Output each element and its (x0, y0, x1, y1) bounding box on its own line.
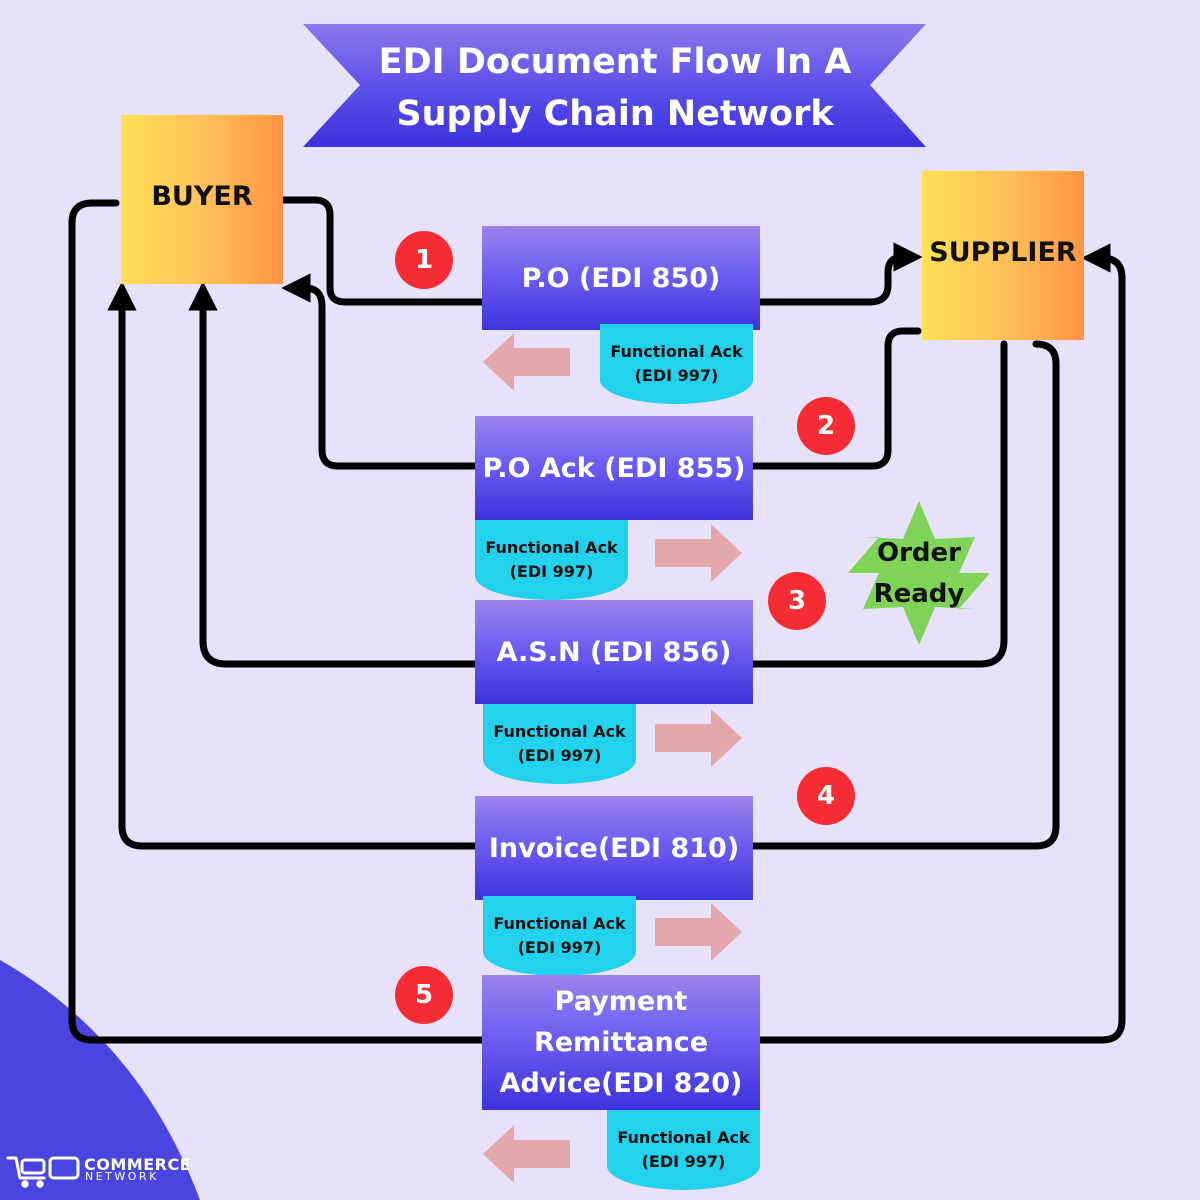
document-label: P.O (EDI 850) (521, 262, 721, 294)
buyer-box: BUYER (121, 115, 283, 284)
supplier-label: SUPPLIER (929, 237, 1077, 268)
document-po-ack: P.O Ack (EDI 855) (475, 416, 753, 520)
ack-arrow-right-icon (655, 903, 742, 961)
functional-ack: Functional Ack(EDI 997) (600, 324, 753, 404)
brand-subtitle: NETWORK (85, 1170, 159, 1183)
buyer-label: BUYER (151, 181, 253, 212)
ack-arrow-right-icon (655, 709, 742, 767)
document-payment-remittance: Payment Remittance Advice(EDI 820) (482, 975, 760, 1110)
step-badge: 1 (395, 231, 453, 289)
supplier-box: SUPPLIER (922, 171, 1084, 340)
title-banner-shape (303, 24, 926, 147)
ack-arrow-right-icon (655, 524, 742, 582)
connector-invoice (107, 281, 1060, 850)
document-po: P.O (EDI 850) (482, 226, 760, 330)
order-ready-star-shape (848, 501, 990, 645)
ack-arrow-left-icon (483, 1125, 570, 1183)
step-badge: 3 (768, 572, 826, 630)
page-title: EDI Document Flow In A Supply Chain Netw… (378, 42, 852, 134)
document-label: P.O Ack (EDI 855) (482, 452, 746, 484)
functional-ack: Functional Ack(EDI 997) (475, 520, 628, 600)
document-label: Invoice(EDI 810) (488, 832, 740, 864)
order-ready-label: Order Ready (873, 538, 965, 609)
brand-name: COMMERCE (84, 1155, 192, 1174)
functional-ack: Functional Ack(EDI 997) (483, 896, 636, 976)
ack-arrow-left-icon (483, 333, 570, 391)
step-badge: 5 (395, 966, 453, 1024)
commerce-network-logo-icon (6, 1156, 80, 1188)
document-invoice: Invoice(EDI 810) (475, 796, 753, 900)
corner-decoration (0, 960, 200, 1200)
document-asn: A.S.N (EDI 856) (475, 600, 753, 704)
step-badge: 4 (797, 767, 855, 825)
document-label: A.S.N (EDI 856) (496, 636, 732, 668)
functional-ack: Functional Ack(EDI 997) (607, 1110, 760, 1190)
step-badge: 2 (797, 397, 855, 455)
functional-ack: Functional Ack(EDI 997) (483, 704, 636, 784)
